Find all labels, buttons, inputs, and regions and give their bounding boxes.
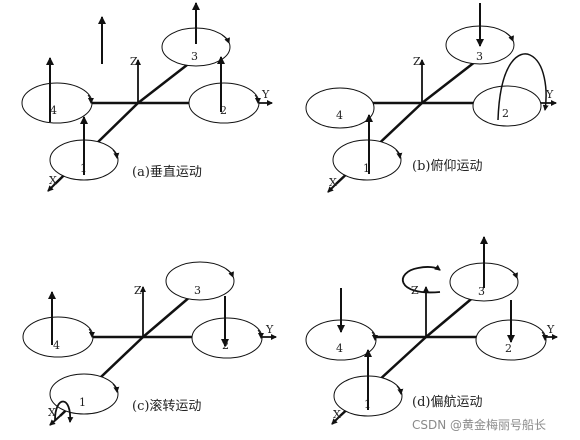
rotor-3: 3: [165, 261, 235, 301]
thrust-arrows: [365, 3, 484, 174]
rotor-2: 2: [472, 53, 549, 127]
rotor-4: 4: [21, 82, 94, 124]
y-axis-label: Y: [546, 323, 555, 336]
watermark-text: CSDN @黄金梅丽号船长: [412, 417, 546, 432]
panel-a: 4 2 3 1 Z Y X (a)垂直运动: [21, 2, 273, 192]
z-axis-label: Z: [411, 284, 419, 297]
yaw-arrow: [401, 264, 441, 294]
x-axis-label: X: [333, 408, 341, 421]
y-axis-label: Y: [261, 88, 270, 101]
roll-arrow: [54, 400, 74, 423]
rotor-4: 4: [305, 319, 378, 361]
panel-caption: (a)垂直运动: [132, 165, 202, 180]
rotor-label: 2: [502, 107, 509, 120]
rotor-2: 2: [191, 317, 264, 359]
z-axis-label: Z: [134, 284, 142, 297]
rotor-label: 3: [476, 50, 483, 63]
thrust-arrows: [46, 2, 225, 175]
rotor-4: 4: [22, 316, 95, 358]
z-axis-label: Z: [130, 55, 138, 68]
rotor-label: 4: [336, 342, 343, 355]
z-axis-label: Z: [413, 55, 421, 68]
rotor-1: 1: [332, 139, 403, 181]
thrust-arrows: [337, 236, 515, 410]
rotor-label: 3: [194, 284, 201, 297]
thrust-arrows: [48, 291, 229, 347]
panel-c: 4 2 3 1 Z Y X (c)滚转运动: [22, 261, 277, 426]
panel-d: 4 2 3 1 Z Y X (d)偏航运动: [305, 236, 558, 425]
rotor-4: 4: [305, 87, 375, 129]
x-axis-label: X: [48, 406, 56, 419]
rotor-label: 4: [336, 109, 343, 122]
y-axis-label: Y: [265, 323, 274, 336]
rotor-label: 3: [191, 50, 198, 63]
rotor-label: 4: [53, 339, 60, 352]
panel-caption: (b)俯仰运动: [412, 158, 482, 174]
rotor-label: 1: [363, 162, 370, 175]
rotor-2: 2: [188, 82, 261, 124]
rotor-label: 2: [220, 104, 227, 117]
x-axis-label: X: [49, 174, 57, 187]
rotor-label: 1: [79, 396, 86, 409]
y-axis-label: Y: [545, 88, 554, 101]
rotor-label: 3: [478, 285, 485, 298]
rotor-1: 1: [49, 373, 120, 415]
x-axis-label: X: [329, 176, 337, 189]
panel-b: 4 2 3 1 Z Y X (b)俯仰运动: [305, 3, 557, 193]
rotor-label: 2: [505, 342, 512, 355]
rotor-label: 4: [50, 104, 57, 117]
panel-caption: (c)滚转运动: [132, 398, 201, 414]
panel-caption: (d)偏航运动: [412, 394, 482, 410]
